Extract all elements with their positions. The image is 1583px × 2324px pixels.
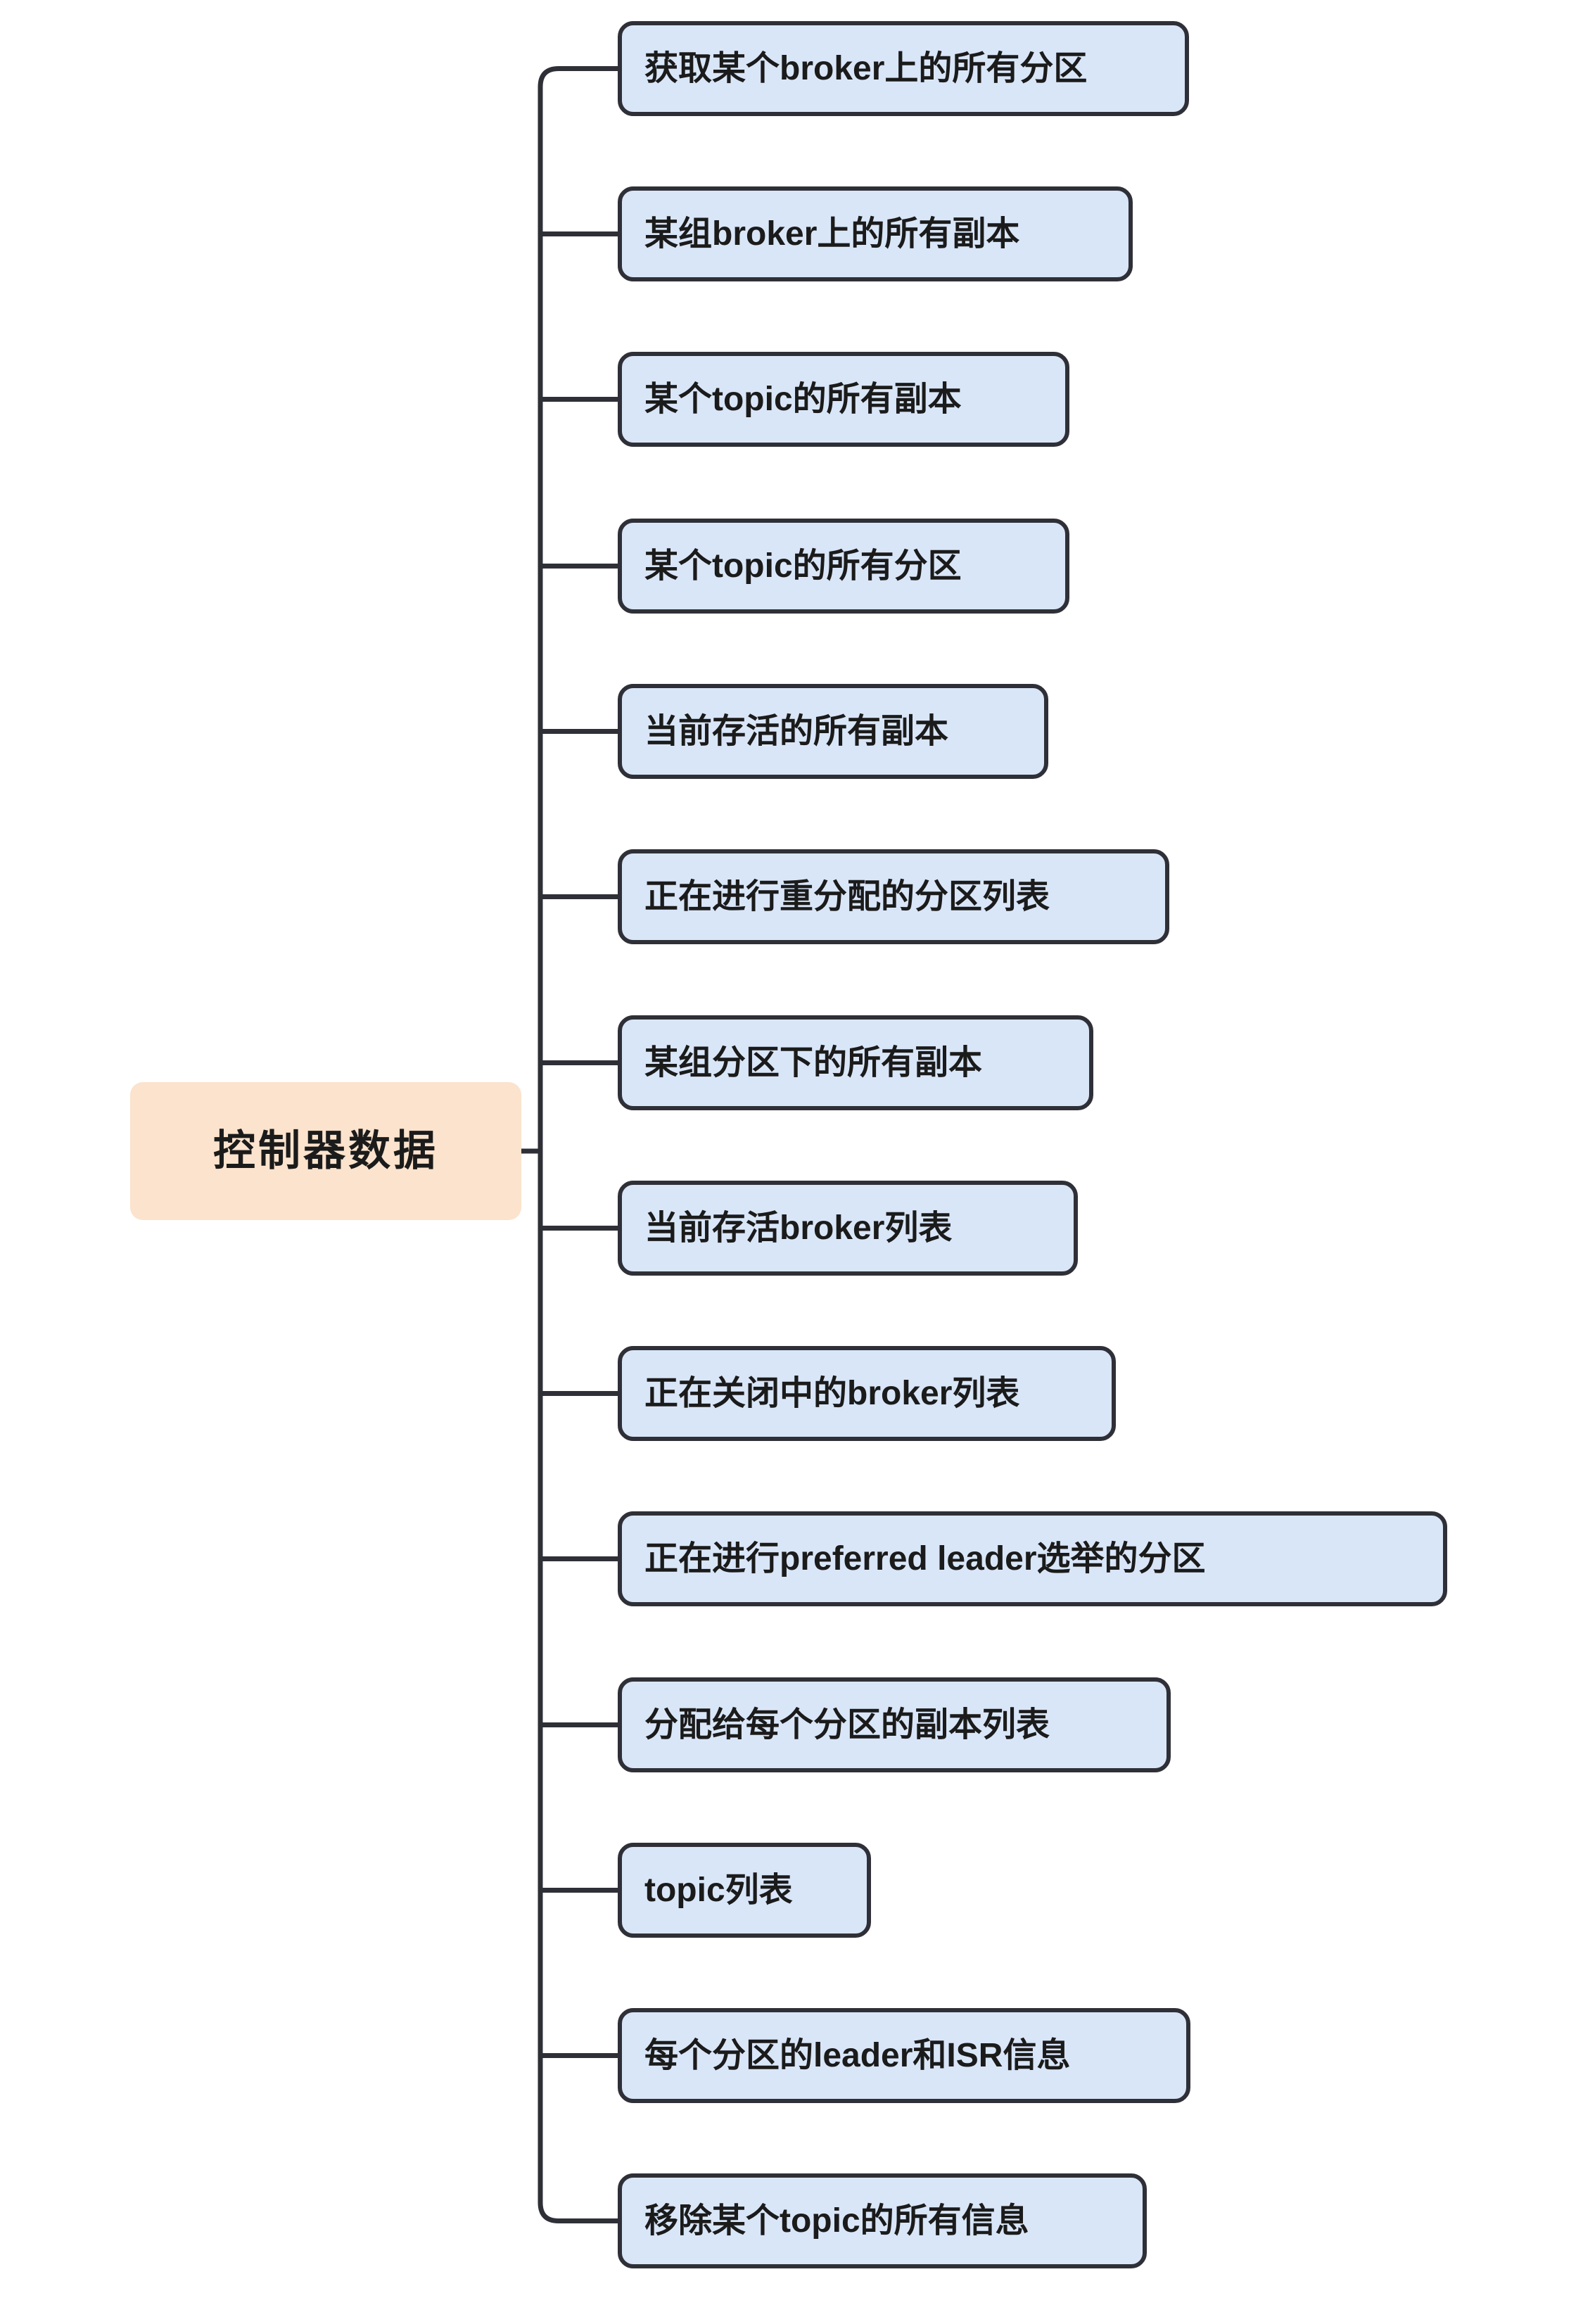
connector-branch [538, 66, 621, 89]
branch-node[interactable]: 某个topic的所有分区 [618, 519, 1069, 614]
root-node[interactable]: 控制器数据 [130, 1082, 521, 1220]
branch-node[interactable]: 某个topic的所有副本 [618, 352, 1069, 447]
branch-node-label: 某个topic的所有副本 [644, 380, 962, 418]
branch-node[interactable]: 获取某个broker上的所有分区 [618, 21, 1189, 116]
branch-node[interactable]: 移除某个topic的所有信息 [618, 2173, 1147, 2268]
branch-node-label: 正在进行preferred leader选举的分区 [644, 1539, 1206, 1577]
branch-node-label: 分配给每个分区的副本列表 [644, 1706, 1050, 1744]
branch-node[interactable]: 正在关闭中的broker列表 [618, 1346, 1116, 1441]
branch-node-label: 每个分区的leader和ISR信息 [644, 2036, 1071, 2074]
branch-node[interactable]: topic列表 [618, 1843, 871, 1938]
connector-branch [538, 2200, 621, 2223]
branch-node-label: 正在进行重分配的分区列表 [644, 877, 1050, 915]
branch-node[interactable]: 正在进行重分配的分区列表 [618, 849, 1169, 944]
branch-node-label: 某组broker上的所有副本 [644, 215, 1020, 253]
branch-node[interactable]: 某组broker上的所有副本 [618, 186, 1133, 281]
branch-node-label: 正在关闭中的broker列表 [644, 1374, 1020, 1412]
branch-node-label: 某组分区下的所有副本 [644, 1043, 983, 1081]
branch-node-label: 当前存活的所有副本 [644, 712, 949, 750]
branch-node[interactable]: 某组分区下的所有副本 [618, 1015, 1093, 1110]
root-node-label: 控制器数据 [213, 1127, 438, 1174]
branch-node[interactable]: 当前存活的所有副本 [618, 684, 1048, 779]
branch-node[interactable]: 正在进行preferred leader选举的分区 [618, 1511, 1447, 1606]
branch-node[interactable]: 每个分区的leader和ISR信息 [618, 2008, 1190, 2103]
branch-node-label: 获取某个broker上的所有分区 [644, 49, 1088, 87]
branch-node-label: 当前存活broker列表 [644, 1209, 953, 1247]
branch-node[interactable]: 分配给每个分区的副本列表 [618, 1677, 1171, 1772]
branch-node-label: topic列表 [644, 1871, 793, 1909]
branch-node[interactable]: 当前存活broker列表 [618, 1181, 1078, 1276]
branch-node-label: 某个topic的所有分区 [644, 547, 962, 585]
branch-node-label: 移除某个topic的所有信息 [644, 2202, 1029, 2240]
